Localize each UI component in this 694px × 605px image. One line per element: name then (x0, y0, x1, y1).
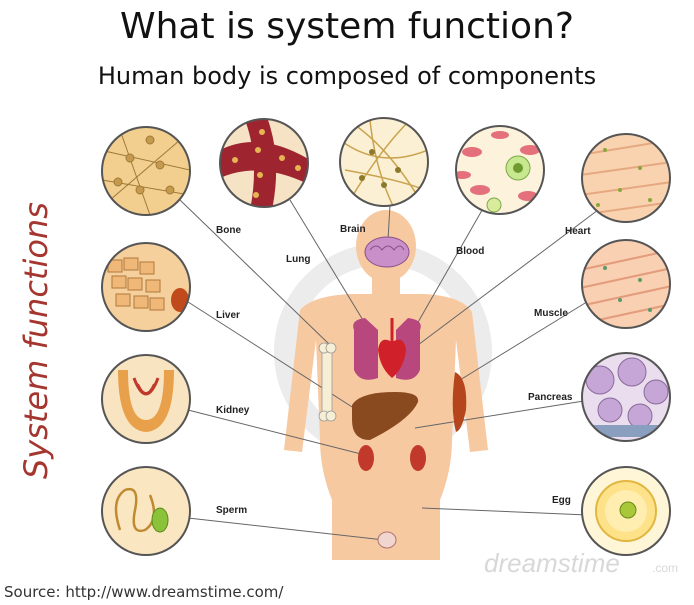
label-muscle: Muscle (534, 308, 568, 319)
brain-tissue-circle (340, 118, 428, 210)
bone-tissue-circle (100, 127, 190, 215)
liver-tissue-circle (102, 243, 190, 331)
brain-icon (365, 237, 409, 267)
label-liver: Liver (216, 310, 240, 321)
pancreas-tissue-circle (582, 353, 670, 441)
watermark-text: dreamstime (484, 548, 620, 578)
label-heart: Heart (565, 226, 591, 237)
muscle-tissue-circle (580, 240, 672, 328)
source-citation: Source: http://www.dreamstime.com/ (4, 583, 283, 601)
heart-tissue-circle (580, 134, 672, 222)
label-bone: Bone (216, 225, 241, 236)
kidney-tissue-circle (102, 355, 190, 443)
lung-tissue-circle (220, 119, 310, 210)
egg-circle (582, 467, 670, 555)
label-pancreas: Pancreas (528, 392, 573, 403)
label-lung: Lung (286, 254, 310, 265)
label-blood: Blood (456, 246, 484, 257)
label-egg: Egg (552, 495, 571, 506)
label-brain: Brain (340, 224, 366, 235)
label-sperm: Sperm (216, 505, 247, 516)
blood-circle (453, 126, 544, 214)
bladder-icon (378, 532, 396, 548)
label-kidney: Kidney (216, 405, 250, 416)
watermark-suffix: .com (652, 561, 678, 575)
sperm-circle (102, 467, 190, 555)
